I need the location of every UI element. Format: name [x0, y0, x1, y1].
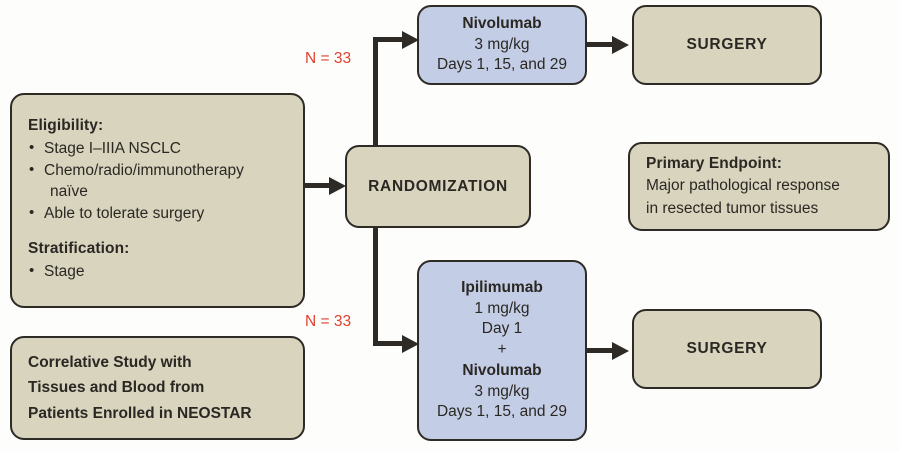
primary-endpoint-heading: Primary Endpoint:: [646, 154, 783, 172]
connector-upper-arm-to-surgery: [587, 42, 617, 47]
arrowhead-to-lower-arm: [402, 335, 419, 353]
lower-surgery-label: SURGERY: [686, 340, 768, 357]
randomization-box: RANDOMIZATION: [345, 145, 531, 228]
primary-endpoint-line-1: Major pathological response: [646, 177, 840, 195]
list-item-continuation: naïve: [50, 183, 88, 201]
connector-trunk-upper: [373, 37, 378, 147]
primary-endpoint-box: Primary Endpoint: Major pathological res…: [628, 142, 890, 231]
upper-surgery-box: SURGERY: [632, 5, 822, 85]
upper-arm-schedule: Days 1, 15, and 29: [436, 56, 568, 74]
upper-arm-dose: 3 mg/kg: [474, 35, 530, 53]
list-item: Chemo/radio/immunotherapy: [28, 160, 287, 182]
correlative-study-content: Correlative Study with Tissues and Blood…: [12, 350, 303, 425]
correlative-study-box: Correlative Study with Tissues and Blood…: [10, 336, 305, 440]
upper-arm-treatment-box: Nivolumab 3 mg/kg Days 1, 15, and 29: [417, 5, 587, 85]
arrowhead-eligibility-to-randomization: [329, 177, 346, 195]
list-item: Stage: [28, 261, 287, 283]
spacer: [28, 225, 287, 240]
upper-arm-n-label: N = 33: [305, 50, 352, 67]
lower-arm-n-label: N = 33: [305, 313, 352, 330]
upper-arm-drug-name: Nivolumab: [462, 14, 542, 32]
eligibility-heading: Eligibility:: [28, 116, 104, 134]
correlative-line-3: Patients Enrolled in NEOSTAR: [28, 404, 252, 422]
lower-arm-drug-2-schedule: Days 1, 15, and 29: [436, 403, 568, 421]
lower-arm-drug-2-dose: 3 mg/kg: [474, 382, 530, 400]
list-item: Stage I–IIIA NSCLC: [28, 138, 287, 160]
arrowhead-lower-arm-to-surgery: [612, 342, 629, 360]
correlative-line-2: Tissues and Blood from: [28, 379, 205, 397]
lower-arm-treatment-box: Ipilimumab 1 mg/kg Day 1 + Nivolumab 3 m…: [417, 260, 587, 441]
lower-arm-drug-1-schedule: Day 1: [481, 320, 523, 338]
upper-surgery-label: SURGERY: [686, 36, 768, 53]
eligibility-bullet-list: Stage I–IIIA NSCLC Chemo/radio/immunothe…: [28, 138, 287, 225]
connector-branch-lower: [373, 341, 409, 346]
primary-endpoint-content: Primary Endpoint: Major pathological res…: [630, 153, 888, 220]
lower-arm-drug-1-name: Ipilimumab: [461, 278, 543, 296]
lower-arm-drug-2-name: Nivolumab: [462, 361, 542, 379]
connector-lower-arm-to-surgery: [587, 348, 617, 353]
list-item: Able to tolerate surgery: [28, 203, 287, 225]
stratification-heading: Stratification:: [28, 240, 130, 258]
arrowhead-upper-arm-to-surgery: [612, 36, 629, 54]
connector-eligibility-to-randomization: [305, 183, 333, 188]
stratification-bullet-list: Stage: [28, 261, 287, 283]
lower-arm-plus-sign: +: [497, 341, 507, 359]
connector-branch-upper: [373, 37, 409, 42]
randomization-label: RANDOMIZATION: [368, 177, 508, 195]
eligibility-box: Eligibility: Stage I–IIIA NSCLC Chemo/ra…: [10, 93, 305, 308]
correlative-line-1: Correlative Study with: [28, 354, 192, 372]
connector-trunk-lower: [373, 226, 378, 346]
lower-arm-drug-1-dose: 1 mg/kg: [474, 299, 530, 317]
lower-surgery-box: SURGERY: [632, 309, 822, 389]
eligibility-content: Eligibility: Stage I–IIIA NSCLC Chemo/ra…: [12, 117, 303, 284]
arrowhead-to-upper-arm: [402, 31, 419, 49]
primary-endpoint-line-2: in resected tumor tissues: [646, 199, 819, 217]
